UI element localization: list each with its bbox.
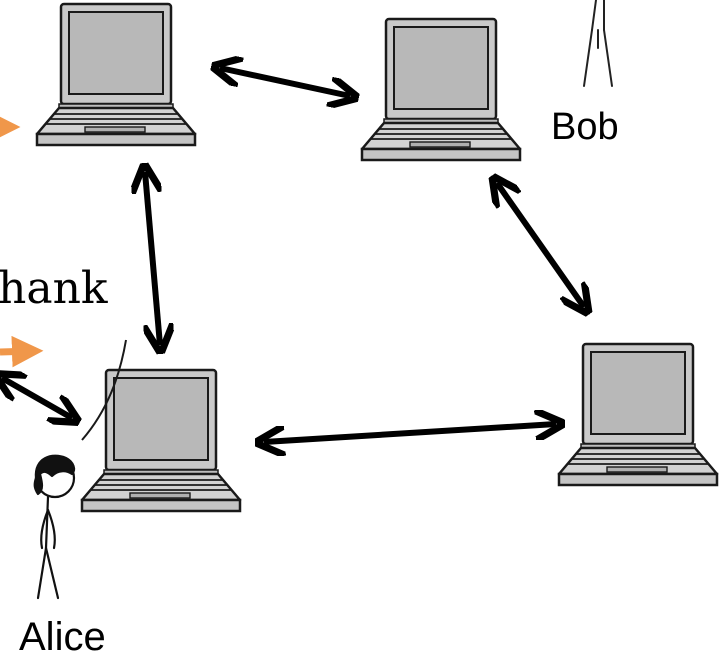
double-arrow-icon xyxy=(497,183,584,307)
arrow-icon xyxy=(0,335,44,368)
bob-label: Bob xyxy=(551,106,619,148)
laptop-icon xyxy=(557,342,719,487)
laptop-icon xyxy=(80,368,242,513)
double-arrow-icon xyxy=(2,378,72,418)
cut-off-word: hank xyxy=(0,263,108,314)
laptop-icon xyxy=(360,17,522,162)
double-arrow-icon xyxy=(145,172,160,345)
stick-figure-icon xyxy=(33,454,76,600)
alice-label: Alice xyxy=(19,615,106,659)
curve-line xyxy=(81,339,127,441)
stick-figure-icon xyxy=(583,0,613,87)
laptop-icon xyxy=(35,2,197,147)
double-arrow-icon xyxy=(220,68,350,96)
double-arrow-icon xyxy=(264,424,556,442)
